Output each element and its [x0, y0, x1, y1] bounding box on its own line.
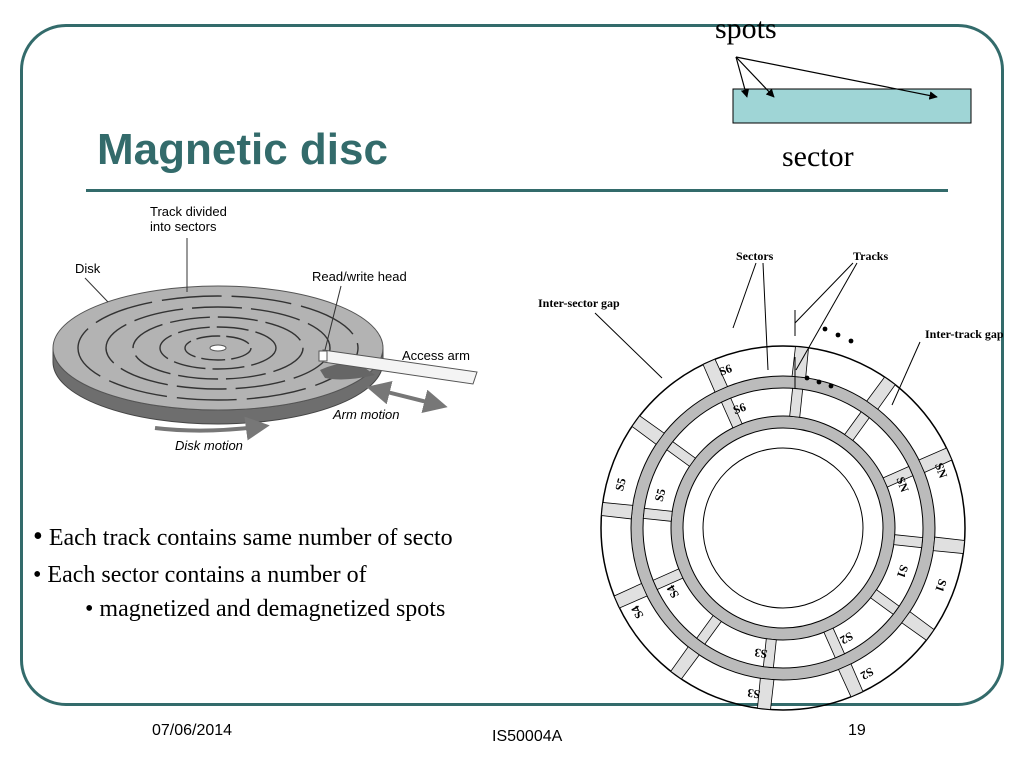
track-dots [804, 326, 854, 389]
inter-sector-gap [600, 502, 634, 520]
inter-sector-gap [642, 507, 673, 522]
disk-diagram: Track divided into sectors Disk Read/wri… [52, 204, 478, 453]
inter-track-gap-label: Inter-track gap [925, 327, 1004, 341]
inter-sector-gap [901, 611, 935, 641]
bullet-dot: • [85, 596, 94, 623]
spots-label: spots [715, 12, 777, 45]
sector-inset [732, 56, 972, 124]
bullet-text: Each sector contains a number of [47, 561, 367, 588]
title-underline [86, 189, 948, 192]
outer-sector-label: S3 [746, 686, 761, 702]
outer-sector-label: SN [932, 461, 951, 481]
footer-page-number: 19 [848, 722, 866, 739]
spot-arrow-1 [735, 56, 750, 98]
inter-sector-gap [869, 589, 900, 615]
disk-leader [84, 277, 109, 303]
inter-sector-gap [757, 677, 775, 711]
inter-sector-gap [866, 376, 896, 410]
inter-sector-gap [720, 397, 743, 429]
middle-sector-label: S4 [664, 583, 682, 601]
disk-motion-label: Disk motion [175, 438, 243, 453]
tracks-label: Tracks [853, 249, 888, 263]
middle-sector-label: S2 [838, 629, 856, 647]
inter-sector-gap [823, 627, 846, 659]
outer-sector-label: S6 [717, 361, 734, 378]
middle-sector-label: S3 [753, 645, 768, 661]
outer-sector-label: S2 [858, 664, 876, 682]
inter-sector-gap [631, 415, 665, 445]
inter-sector-gap [932, 536, 966, 554]
head-leader [324, 285, 342, 351]
arm-motion-arrow [366, 381, 448, 413]
sub-bullet-item: • magnetized and demagnetized spots [33, 592, 453, 627]
inter-sector-gap [762, 638, 777, 669]
disk-rings [600, 345, 966, 711]
disk-motion-arrow [154, 416, 270, 441]
outer-edge [600, 345, 966, 711]
footer-date: 07/06/2014 [152, 722, 233, 739]
head-label: Read/write head [312, 269, 407, 284]
inter-sector-gap-label: Inter-sector gap [538, 296, 620, 310]
outer-sector-label: S1 [932, 577, 949, 594]
slide-title: Magnetic disc [97, 125, 388, 174]
inter-sector-gaps [600, 345, 966, 711]
inter-sector-gap [652, 568, 684, 591]
bullet-text: Each track contains same number of secto [48, 525, 453, 551]
middle-sector-label: S5 [652, 487, 669, 503]
inter-sector-gap [789, 387, 804, 418]
bullet-text: magnetized and demagnetized spots [99, 596, 446, 623]
sectors-label: Sectors [736, 249, 774, 263]
middle-sector-label: S6 [731, 400, 748, 417]
inter-sector-gap [837, 663, 864, 698]
bullet-dot: • [33, 521, 43, 552]
sector-label: sector [782, 140, 854, 173]
middle-sector-label: SN [893, 475, 912, 495]
spot-arrow-3 [735, 56, 938, 100]
footer-course: IS50004A [492, 728, 563, 745]
inter-sector-gap [696, 614, 722, 645]
arm-label: Access arm [402, 348, 470, 363]
bullet-item: • Each track contains same number of sec… [33, 517, 453, 558]
inter-sector-gap [613, 582, 648, 609]
inter-track-gap-inner [671, 416, 895, 640]
inter-sector-gap [882, 465, 914, 488]
middle-sector-label: S1 [894, 563, 911, 580]
bullet-list: • Each track contains same number of sec… [33, 517, 453, 627]
inter-sector-gap [893, 534, 924, 549]
inter-track-gap-outer [631, 376, 935, 680]
disk-label: Disk [75, 261, 101, 276]
bullet-dot: • [33, 561, 42, 588]
arm-motion-label: Arm motion [332, 407, 399, 422]
inter-sector-gap [918, 447, 953, 474]
sector-strip [732, 88, 972, 124]
bullet-item: • Each sector contains a number of [33, 558, 453, 593]
track-label-line2: into sectors [150, 219, 217, 234]
spot-arrow-2 [735, 56, 775, 98]
track-label-line1: Track divided [150, 204, 227, 219]
inner-edge [702, 447, 864, 609]
read-write-head [318, 350, 328, 362]
inter-sector-gap [670, 646, 700, 680]
disk-tracks [77, 295, 359, 401]
outer-sector-label: S4 [628, 603, 646, 621]
outer-sector-label: S5 [612, 477, 629, 493]
disk-spindle [209, 344, 227, 352]
diagram-leaders [594, 262, 921, 406]
slide-frame [20, 24, 1004, 706]
inter-sector-gap [666, 441, 697, 467]
inter-sector-gap [702, 358, 729, 393]
inter-sector-gap [844, 411, 870, 442]
